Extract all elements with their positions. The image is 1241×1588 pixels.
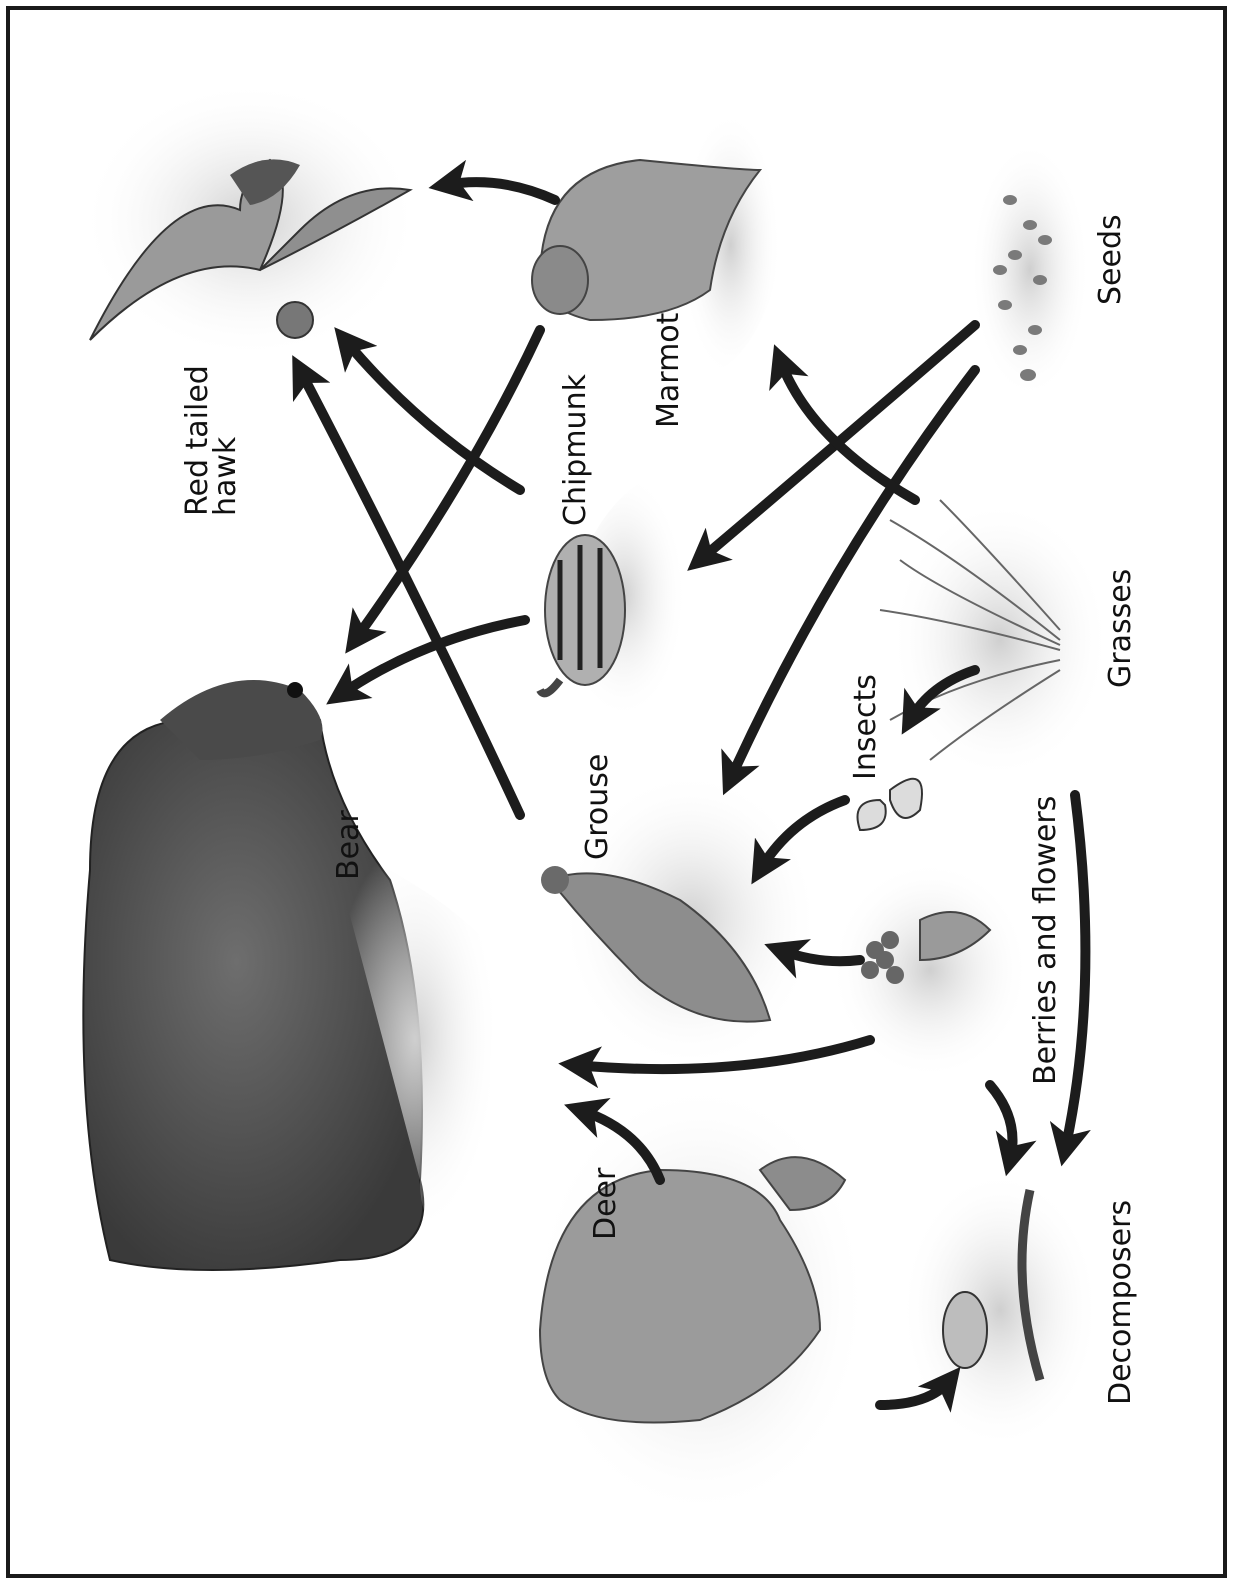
hawk-illustration [80, 80, 420, 360]
label-berries-and-flowers: Berries and flowers [1028, 796, 1063, 1085]
deer-illustration [530, 1080, 870, 1520]
label-marmot: Marmot [651, 312, 686, 428]
label-decomposers: Decomposers [1103, 1200, 1138, 1405]
label-grouse: Grouse [580, 754, 615, 860]
arrow-berries-to-decomposers [990, 1085, 1013, 1160]
arrow-marmot-to-hawk [445, 182, 555, 200]
butterfly-illustration [858, 779, 923, 830]
grasses-illustration [880, 500, 1110, 780]
label-hawk-line2: hawk [208, 436, 243, 516]
label-deer: Deer [588, 1167, 623, 1240]
label-seeds: Seeds [1093, 214, 1128, 305]
decomposers-illustration [900, 1170, 1100, 1450]
label-grasses: Grasses [1103, 569, 1138, 688]
seeds-illustration [970, 140, 1090, 400]
label-bear: Bear [331, 810, 366, 880]
label-chipmunk: Chipmunk [558, 373, 593, 526]
bear-illustration [83, 680, 500, 1270]
arrow-grasses-to-decomposers [1065, 795, 1085, 1150]
label-insects: Insects [848, 674, 883, 780]
